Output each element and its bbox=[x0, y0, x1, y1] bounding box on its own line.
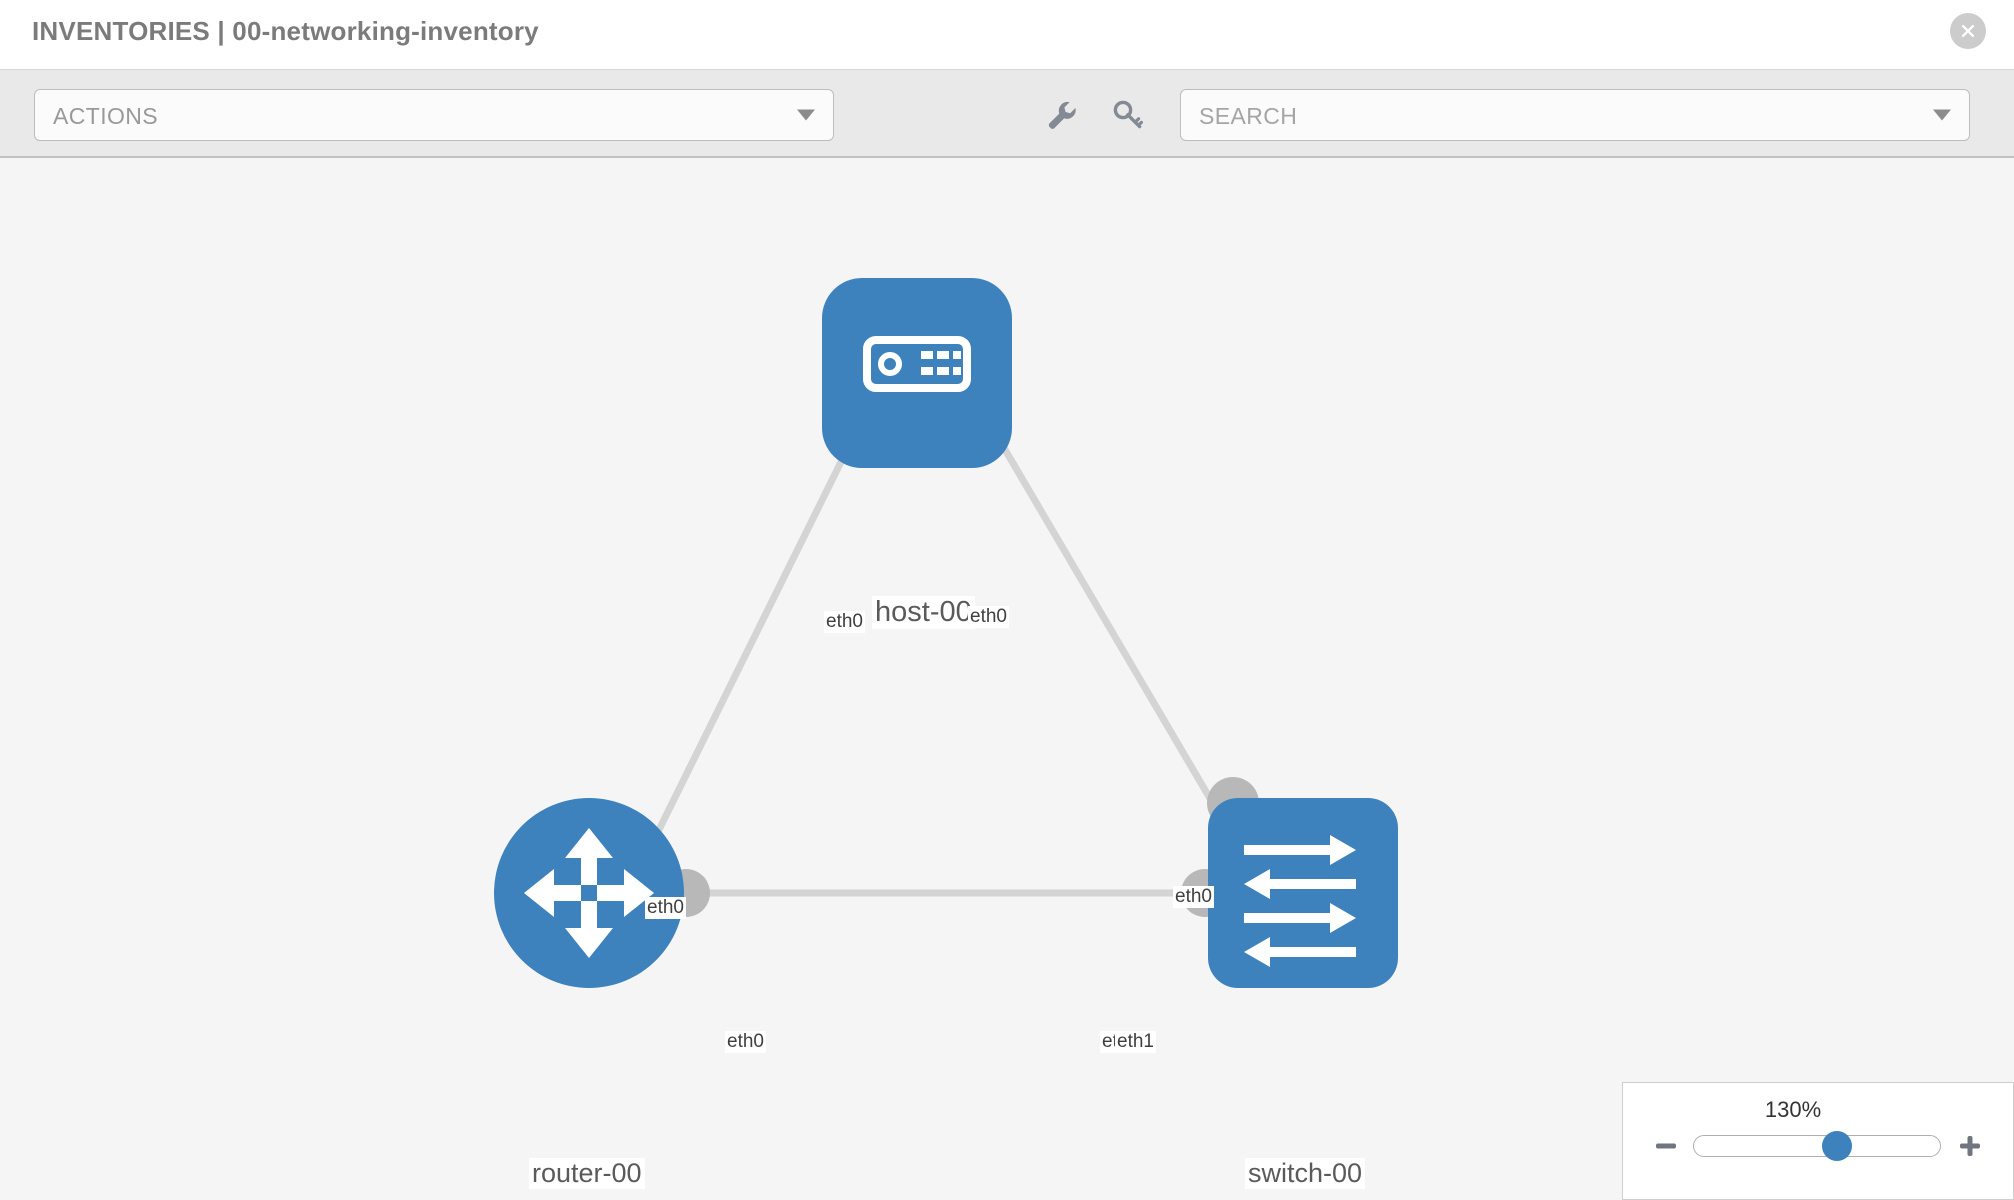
zoom-slider-handle[interactable] bbox=[1821, 1131, 1852, 1161]
close-button[interactable] bbox=[1950, 13, 1986, 49]
zoom-in-button[interactable] bbox=[1953, 1129, 1987, 1163]
iface-label-switch-eth1: eth1 bbox=[1115, 1031, 1156, 1053]
wrench-button[interactable] bbox=[1038, 92, 1084, 138]
node-label-host-00: host-00 bbox=[872, 596, 975, 629]
iface-label-host-eth0-right: eth0 bbox=[968, 606, 1009, 628]
zoom-level-value: 130% bbox=[1764, 1097, 1822, 1122]
search-input[interactable]: SEARCH bbox=[1180, 89, 1970, 141]
iface-label-host-eth0-left: eth0 bbox=[824, 611, 865, 633]
close-icon bbox=[1958, 21, 1978, 41]
page-header: INVENTORIES | 00-networking-inventory bbox=[0, 0, 2014, 70]
actions-dropdown-label: ACTIONS bbox=[53, 103, 159, 129]
key-button[interactable] bbox=[1105, 92, 1151, 138]
iface-label-router-eth0: eth0 bbox=[725, 1031, 766, 1053]
zoom-control-panel: 130% bbox=[1622, 1082, 2014, 1200]
key-icon bbox=[1111, 98, 1145, 132]
toolbar: ACTIONS SEARCH bbox=[0, 70, 2014, 158]
page-title: INVENTORIES | 00-networking-inventory bbox=[32, 16, 539, 46]
topology-canvas[interactable]: host-00 router-00 switch-00 eth0 eth0 et… bbox=[0, 158, 2014, 1200]
iface-label-router-eth0-uplink: eth0 bbox=[645, 897, 686, 919]
chevron-down-icon bbox=[797, 109, 815, 121]
zoom-slider-track[interactable] bbox=[1693, 1131, 1941, 1161]
search-placeholder: SEARCH bbox=[1199, 103, 1298, 129]
node-switch-00[interactable] bbox=[1208, 798, 1398, 988]
wrench-icon bbox=[1044, 98, 1078, 132]
node-host-00[interactable] bbox=[822, 278, 1012, 468]
topology-graph bbox=[494, 278, 1398, 988]
actions-dropdown[interactable]: ACTIONS bbox=[34, 89, 834, 141]
node-label-switch-00: switch-00 bbox=[1245, 1158, 1366, 1189]
zoom-out-button[interactable] bbox=[1649, 1129, 1683, 1163]
minus-icon bbox=[1653, 1133, 1679, 1159]
node-label-router-00: router-00 bbox=[529, 1158, 645, 1189]
node-router-00[interactable] bbox=[494, 798, 684, 988]
chevron-down-icon bbox=[1933, 109, 1951, 121]
iface-label-switch-eth0-uplink: eth0 bbox=[1173, 886, 1214, 908]
link-host-switch[interactable] bbox=[956, 371, 1249, 860]
plus-icon bbox=[1957, 1133, 1983, 1159]
